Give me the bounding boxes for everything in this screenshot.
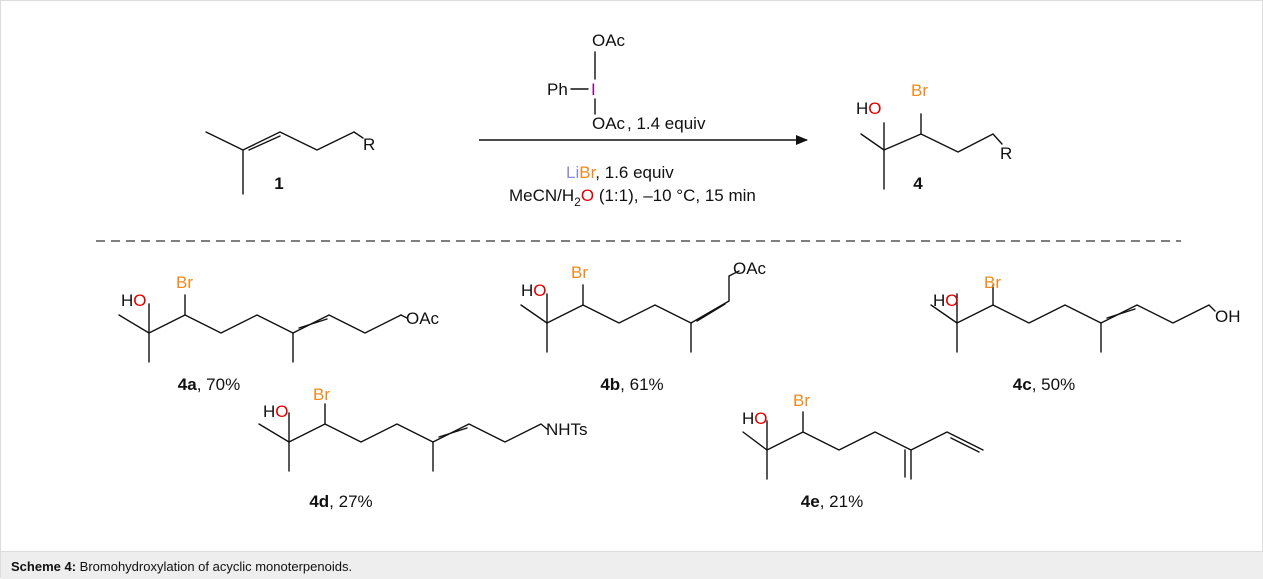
4c-br: Br (984, 273, 1001, 292)
libr-li: Li (566, 163, 579, 182)
reactant-label: 1 (274, 174, 283, 193)
4d-ho: HO (263, 402, 289, 421)
label-4b: 4b, 61% (600, 375, 663, 394)
caption-bar: Scheme 4: Bromohydroxylation of acyclic … (1, 551, 1263, 579)
4d-nhts: NHTs (546, 420, 588, 439)
product-4d-structure: HO Br NHTs (258, 385, 588, 472)
4e-br: Br (793, 391, 810, 410)
reagent-iodine: I (591, 80, 596, 99)
4a-ho: HO (121, 291, 147, 310)
reagent-oac-bottom: OAc (592, 114, 626, 133)
product-4b-structure: HO Br OAc (520, 259, 767, 353)
product-4-structure: HO Br R (856, 81, 1012, 190)
libr-br: Br (579, 163, 596, 182)
label-4d: 4d, 27% (309, 492, 372, 511)
label-4c: 4c, 50% (1013, 375, 1075, 394)
label-4a: 4a, 70% (178, 375, 240, 394)
product-4e-structure: HO Br (742, 391, 984, 480)
4e-ho: HO (742, 409, 768, 428)
product-4c-structure: HO Br OH (930, 273, 1241, 353)
reaction-scheme: R 1 OAc Ph I OAc , 1.4 equiv LiBr, 1.6 e… (96, 31, 1241, 511)
caption-text: Bromohydroxylation of acyclic monoterpen… (76, 559, 353, 574)
substituent-r: R (363, 135, 375, 154)
4a-br: Br (176, 273, 193, 292)
scheme-caption: Scheme 4: Bromohydroxylation of acyclic … (11, 559, 352, 574)
reagent-libr: LiBr, 1.6 equiv (566, 163, 674, 182)
4b-ho: HO (521, 281, 547, 300)
product-4a-structure: HO Br OAc (118, 273, 440, 363)
product-br: Br (911, 81, 928, 100)
reactant-1-structure: R (205, 131, 375, 195)
reagent-ph: Ph (547, 80, 568, 99)
reagent-pida-equiv: , 1.4 equiv (627, 114, 706, 133)
reagent-pida: OAc Ph I OAc , 1.4 equiv (547, 31, 706, 133)
4b-oac: OAc (733, 259, 767, 278)
reagent-oac-top: OAc (592, 31, 626, 50)
product-r: R (1000, 144, 1012, 163)
caption-label: Scheme 4: (11, 559, 77, 574)
4c-ho: HO (933, 291, 959, 310)
4a-oac: OAc (406, 309, 440, 328)
4c-oh: OH (1215, 307, 1241, 326)
4d-br: Br (313, 385, 330, 404)
product-label: 4 (913, 174, 923, 193)
product-ho: HO (856, 99, 882, 118)
label-4e: 4e, 21% (801, 492, 863, 511)
libr-equiv: , 1.6 equiv (595, 163, 674, 182)
conditions-solvent: MeCN/H2O (1:1), –10 °C, 15 min (509, 186, 756, 209)
4b-br: Br (571, 263, 588, 282)
